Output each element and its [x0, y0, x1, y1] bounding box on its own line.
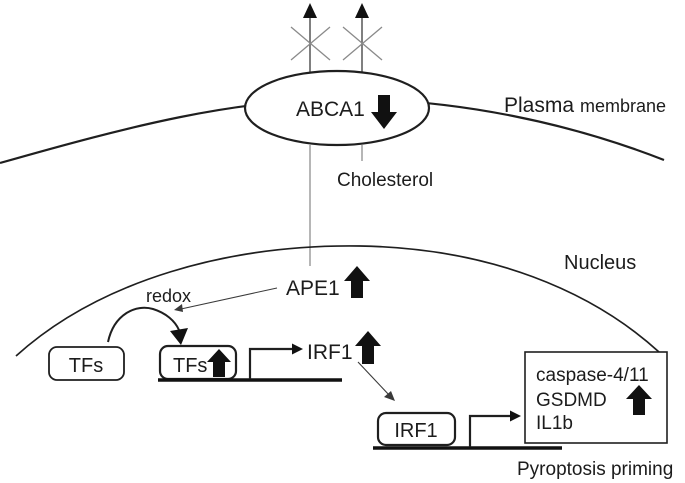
ape1-redox-arrowhead-icon	[174, 304, 183, 312]
tfs-inactive-label: TFs	[69, 355, 103, 377]
transcription-arrowhead-icon	[292, 343, 303, 355]
target-genes-increase-up-arrow-icon	[626, 385, 652, 415]
redox-label: redox	[146, 286, 191, 306]
target-gene-caspase-label: caspase-4/11	[536, 365, 649, 386]
cholesterol-label: Cholesterol	[337, 170, 433, 191]
pyroptosis-priming-label: Pyroptosis priming	[517, 459, 673, 480]
cross-out-icon	[342, 26, 383, 61]
tfs-inactive-box	[48, 346, 125, 381]
tfs-active-label: TFs	[173, 355, 207, 377]
efflux-arrowhead-icon	[355, 3, 369, 18]
blocked-efflux-group	[290, 3, 383, 72]
efflux-arrowhead-icon	[303, 3, 317, 18]
irf1-translocation-arrow-line	[357, 361, 391, 397]
transcription-bent-arrow-icon	[248, 347, 294, 379]
irf1-translocation-arrowhead-icon	[384, 391, 395, 401]
ape1-label: APE1	[286, 277, 340, 300]
plasma-label-primary: Plasma	[504, 94, 574, 117]
cross-out-icon	[290, 26, 331, 61]
transcription-bent-arrow-icon	[468, 414, 511, 447]
transcription-arrowhead-icon	[510, 410, 521, 422]
irf1-bound-box	[376, 411, 457, 447]
ape1-increase-up-arrow-icon	[344, 266, 370, 298]
irf1-increase-up-arrow-icon	[355, 331, 381, 364]
ape1-redox-arrow-line	[180, 287, 278, 310]
nucleus-label: Nucleus	[564, 252, 636, 274]
tfs-increase-up-arrow-icon	[207, 349, 231, 377]
nucleus-envelope-line	[15, 245, 660, 357]
irf1-bound-label: IRF1	[394, 420, 437, 442]
target-gene-gsdmd-label: GSDMD	[536, 390, 607, 411]
plasma-membrane-label: Plasma membrane	[504, 94, 666, 117]
abca1-decrease-down-arrow-icon	[371, 95, 397, 129]
redox-curved-arrowhead-icon	[170, 328, 188, 345]
plasma-label-secondary: membrane	[580, 96, 666, 116]
irf1-product-label: IRF1	[307, 341, 353, 364]
redox-curved-arrow-icon	[107, 306, 180, 343]
target-gene-il1b-label: IL1b	[536, 413, 573, 434]
abca1-label: ABCA1	[296, 98, 365, 121]
